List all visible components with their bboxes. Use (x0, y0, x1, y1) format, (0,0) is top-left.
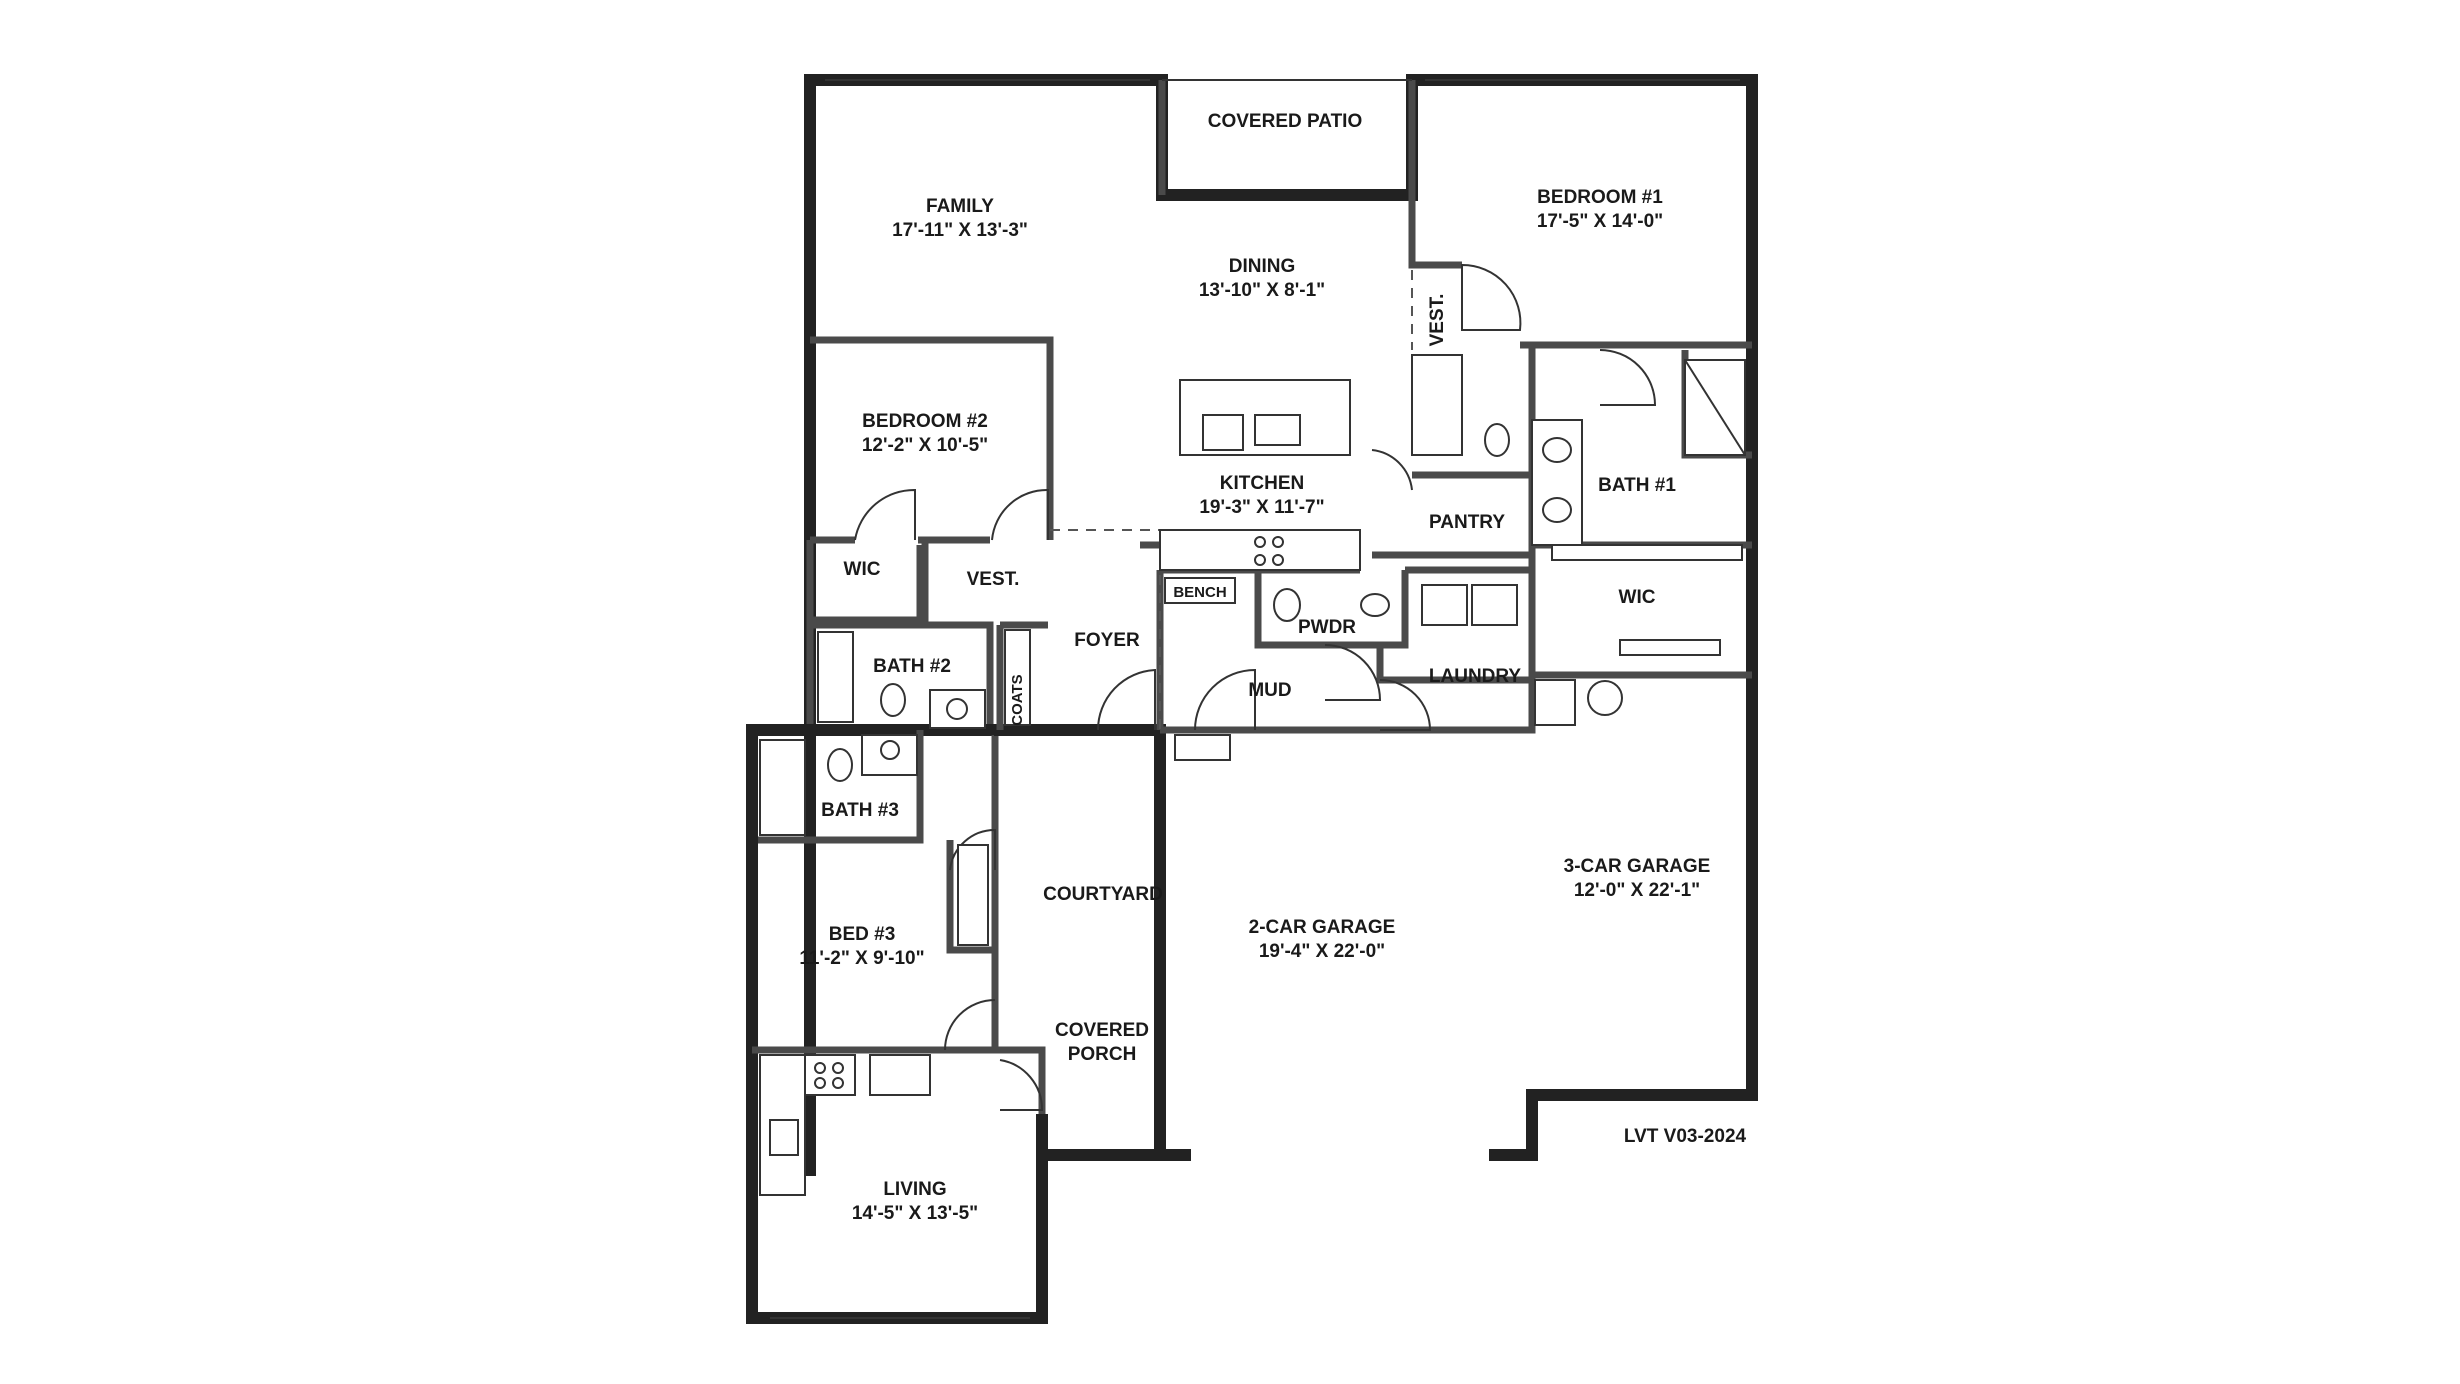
dining-label: DINING (1229, 256, 1296, 277)
covered-patio-label: COVERED PATIO (1208, 111, 1362, 132)
bath2-label: BATH #2 (873, 656, 951, 677)
exterior-walls (746, 74, 1758, 1324)
pwdr-label: PWDR (1298, 617, 1356, 638)
mud-label: MUD (1248, 680, 1291, 701)
family-size: 17'-11" X 13'-3" (892, 220, 1028, 241)
garage3-label: 3-CAR GARAGE (1564, 856, 1711, 877)
fixtures (759, 79, 1746, 1319)
bed3-label: BED #3 (829, 924, 896, 945)
plan-version-label: LVT V03-2024 (1624, 1126, 1747, 1147)
vest-front-label: VEST. (967, 569, 1020, 590)
bedroom1-label: BEDROOM #1 (1537, 187, 1663, 208)
bath3-label: BATH #3 (821, 800, 899, 821)
coats-label: COATS (1009, 674, 1026, 725)
dining-size: 13'-10" X 8'-1" (1199, 280, 1325, 301)
courtyard-label: COURTYARD (1043, 884, 1163, 905)
covered-porch-label-2: PORCH (1068, 1044, 1137, 1065)
covered-porch-label-1: COVERED (1055, 1020, 1149, 1041)
bedroom2-label: BEDROOM #2 (862, 411, 988, 432)
garage3-size: 12'-0" X 22'-1" (1574, 880, 1700, 901)
wic2-label: WIC (844, 559, 881, 580)
garage2-label: 2-CAR GARAGE (1249, 917, 1396, 938)
bath1-label: BATH #1 (1598, 475, 1676, 496)
foyer-label: FOYER (1074, 630, 1140, 651)
living-size: 14'-5" X 13'-5" (852, 1203, 978, 1224)
kitchen-size: 19'-3" X 11'-7" (1199, 497, 1324, 518)
openings (1050, 270, 1600, 730)
bench-label: BENCH (1173, 584, 1226, 601)
garage2-size: 19'-4" X 22'-0" (1259, 941, 1385, 962)
living-label: LIVING (883, 1179, 946, 1200)
kitchen-label: KITCHEN (1220, 473, 1304, 494)
laundry-label: LAUNDRY (1429, 666, 1522, 687)
bedroom1-size: 17'-5" X 14'-0" (1537, 211, 1663, 232)
doors (854, 263, 1657, 1111)
family-label: FAMILY (926, 196, 994, 217)
bed3-size: 11'-2" X 9'-10" (799, 948, 924, 969)
wic1-label: WIC (1619, 587, 1656, 608)
room-labels: COVERED PATIO FAMILY 17'-11" X 13'-3" DI… (799, 111, 1746, 1224)
bedroom2-size: 12'-2" X 10'-5" (862, 435, 988, 456)
bath3-tub (759, 739, 806, 836)
vest-master-label: VEST. (1427, 294, 1448, 347)
bath2-tub (817, 631, 854, 723)
pantry-label: PANTRY (1429, 512, 1505, 533)
